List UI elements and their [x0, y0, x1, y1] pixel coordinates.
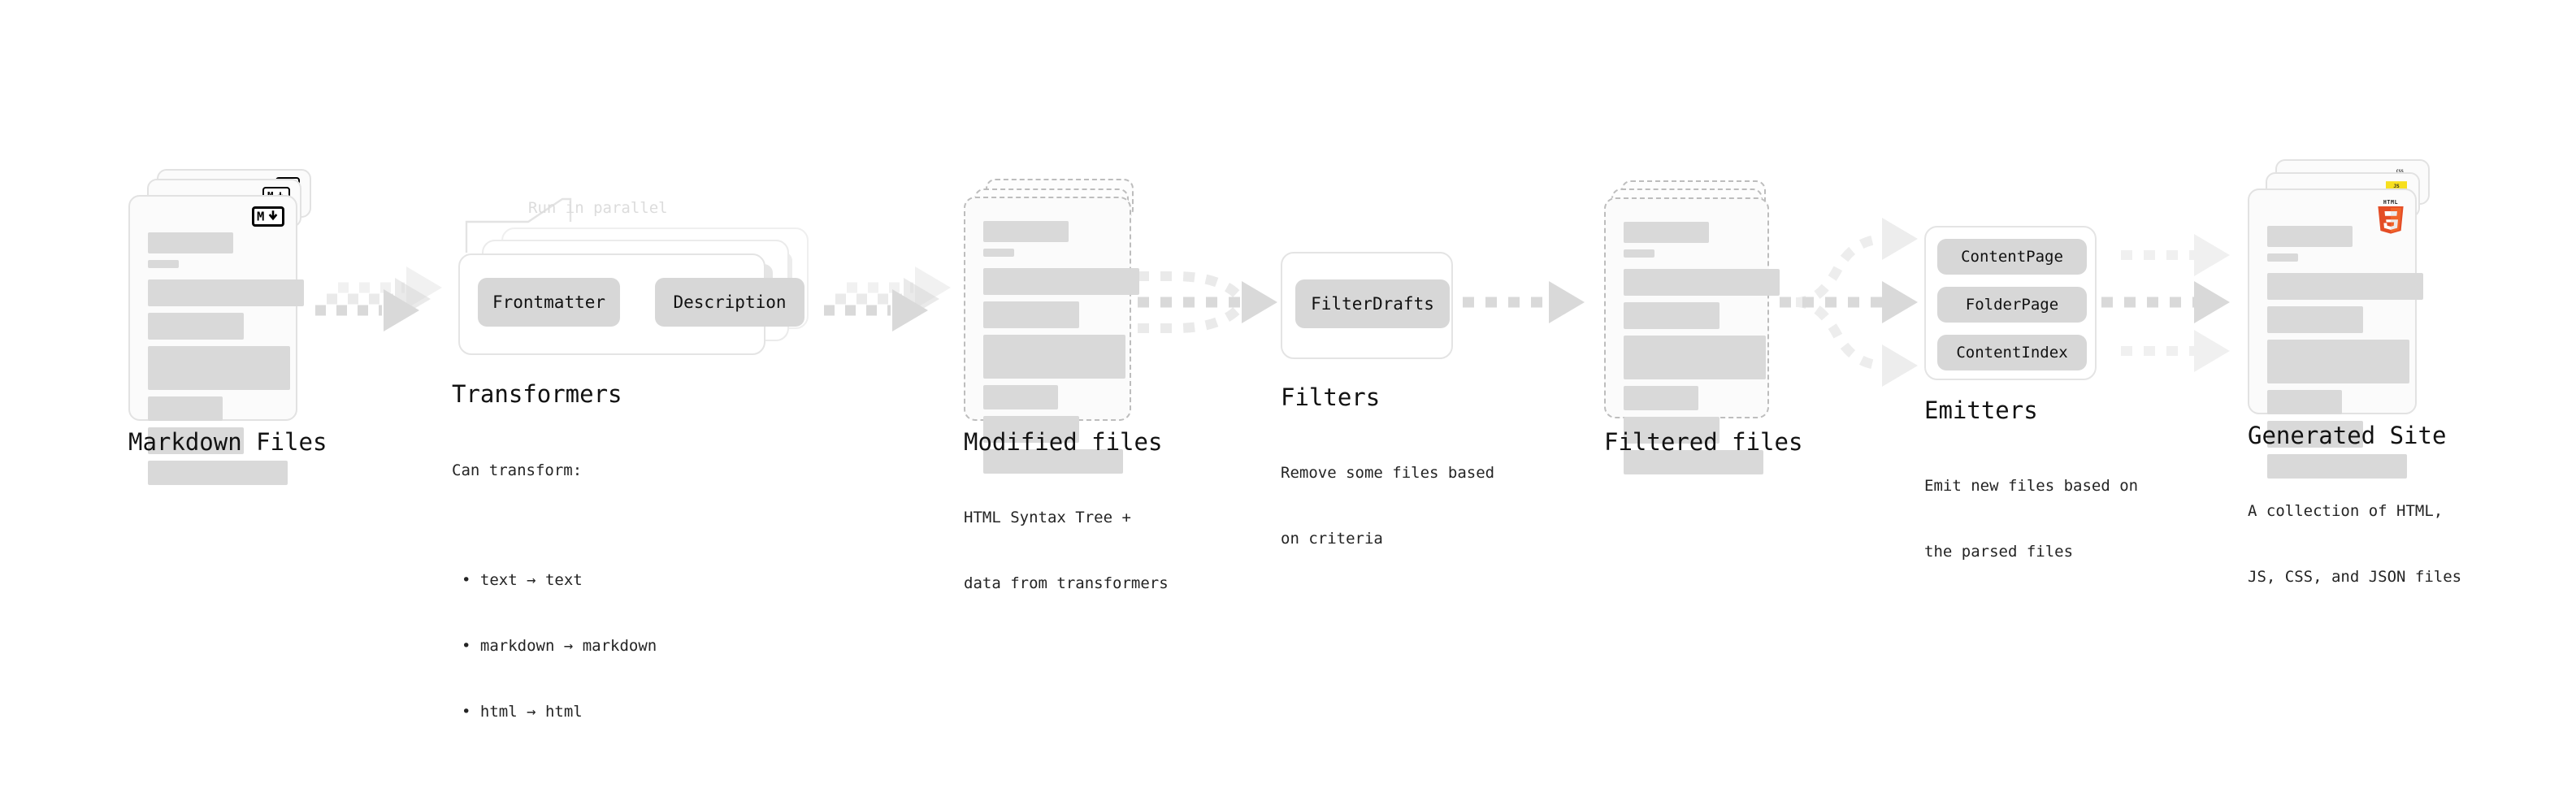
pill-folderpage[interactable]: FolderPage [1937, 287, 2087, 323]
skeleton-bar [983, 268, 1139, 295]
markdown-card-skeleton [148, 232, 304, 492]
skeleton-bar [983, 385, 1058, 409]
arrow-markdown-to-transformers [315, 266, 442, 331]
skeleton-bar [1624, 269, 1780, 296]
skeleton-bar [148, 232, 233, 253]
pill-contentindex[interactable]: ContentIndex [1937, 335, 2087, 370]
skeleton-bar [2267, 454, 2407, 479]
skeleton-bar [1624, 386, 1698, 410]
transformers-bullet-2: • html → html [462, 702, 583, 721]
emitters-desc-line2: the parsed files [1924, 542, 2074, 561]
modified-desc-line2: data from transformers [964, 574, 1169, 592]
skeleton-bar [148, 279, 304, 306]
site-desc-line2: JS, CSS, and JSON files [2248, 567, 2462, 586]
filters-description: Remove some files based on criteria [1281, 418, 1494, 594]
markdown-badge: M [252, 206, 284, 227]
diagram-canvas: M M M Markdown Files [128, 159, 2461, 721]
filters-desc-line1: Remove some files based [1281, 463, 1495, 482]
skeleton-bar [1624, 450, 1763, 474]
skeleton-bar [148, 346, 290, 390]
skeleton-bar [983, 416, 1079, 443]
filtered-files-title: Filtered files [1604, 428, 1803, 456]
pill-filterdrafts[interactable]: FilterDrafts [1295, 279, 1450, 328]
emitters-title: Emitters [1924, 396, 2038, 424]
skeleton-bar [983, 335, 1125, 379]
skeleton-bar [1624, 336, 1766, 379]
transformers-bullet-list: • text → text • markdown → markdown • ht… [452, 526, 657, 767]
generated-site-description: A collection of HTML, JS, CSS, and JSON … [2248, 457, 2461, 632]
filters-desc-line2: on criteria [1281, 529, 1383, 548]
skeleton-bar [148, 461, 288, 485]
skeleton-bar [1624, 249, 1654, 258]
markdown-glyph: M [257, 210, 278, 223]
skeleton-bar [148, 396, 223, 421]
arrow-transformers-to-modified [824, 266, 951, 331]
skeleton-bar [2267, 253, 2298, 262]
emitters-desc-line1: Emit new files based on [1924, 476, 2139, 495]
skeleton-bar [2267, 390, 2342, 414]
site-desc-line1: A collection of HTML, [2248, 501, 2444, 520]
svg-text:M: M [257, 210, 264, 223]
filters-group[interactable]: FilterDrafts [1281, 252, 1453, 359]
html5-badge: HTML [2378, 199, 2404, 234]
skeleton-bar [983, 301, 1079, 328]
skeleton-bar [1624, 302, 1720, 329]
js-badge: JS [2386, 181, 2407, 190]
skeleton-bar [148, 260, 179, 268]
filtered-card-skeleton [1624, 222, 1780, 481]
pill-contentpage[interactable]: ContentPage [1937, 239, 2087, 275]
markdown-files-title: Markdown Files [128, 428, 327, 456]
skeleton-bar [2267, 421, 2363, 448]
transformers-title: Transformers [452, 380, 622, 408]
skeleton-bar [2267, 273, 2423, 300]
skeleton-bar [2267, 306, 2363, 333]
modified-card-front[interactable] [964, 197, 1139, 474]
skeleton-bar [1624, 417, 1720, 444]
modified-card-skeleton [983, 221, 1139, 480]
arrow-emitters-to-site [2101, 234, 2230, 372]
transformers-description: Can transform: • text → text • markdown … [452, 416, 657, 810]
site-card-front[interactable]: HTML [2248, 188, 2423, 479]
svg-text:HTML: HTML [2383, 199, 2398, 206]
svg-text:JS: JS [2393, 184, 2400, 189]
run-in-parallel-connector [465, 197, 572, 253]
pill-description[interactable]: Description [655, 278, 804, 327]
arrow-filters-to-filtered [1463, 281, 1585, 323]
modified-files-title: Modified files [964, 428, 1163, 456]
transformers-bullet-1: • markdown → markdown [462, 636, 657, 655]
skeleton-bar [148, 427, 244, 454]
skeleton-bar [983, 449, 1123, 474]
modified-desc-line1: HTML Syntax Tree + [964, 508, 1131, 526]
skeleton-bar [983, 221, 1069, 242]
transformers-bullet-0: • text → text [462, 570, 583, 589]
generated-site-title: Generated Site [2248, 422, 2447, 449]
transformers-desc-heading: Can transform: [452, 461, 583, 479]
skeleton-bar [983, 249, 1014, 257]
arrow-modified-to-filters [1138, 271, 1277, 333]
filters-title: Filters [1281, 383, 1381, 411]
run-in-parallel-label: Run in parallel [528, 199, 668, 217]
skeleton-bar [148, 313, 244, 340]
emitters-group[interactable]: ContentPage FolderPage ContentIndex [1924, 226, 2097, 380]
arrow-filtered-to-emitters [1780, 218, 1918, 387]
modified-files-description: HTML Syntax Tree + data from transformer… [964, 463, 1169, 639]
pill-frontmatter[interactable]: Frontmatter [478, 278, 620, 327]
markdown-card-front[interactable]: M [128, 195, 304, 485]
emitters-description: Emit new files based on the parsed files [1924, 431, 2138, 607]
skeleton-bar [2267, 340, 2409, 383]
skeleton-bar [1624, 222, 1709, 243]
svg-text:CSS: CSS [2396, 169, 2404, 174]
filtered-card-front[interactable] [1604, 197, 1780, 474]
skeleton-bar [2267, 226, 2353, 247]
site-card-skeleton [2267, 226, 2423, 485]
transformer-group-front[interactable]: Frontmatter Description [458, 253, 804, 355]
